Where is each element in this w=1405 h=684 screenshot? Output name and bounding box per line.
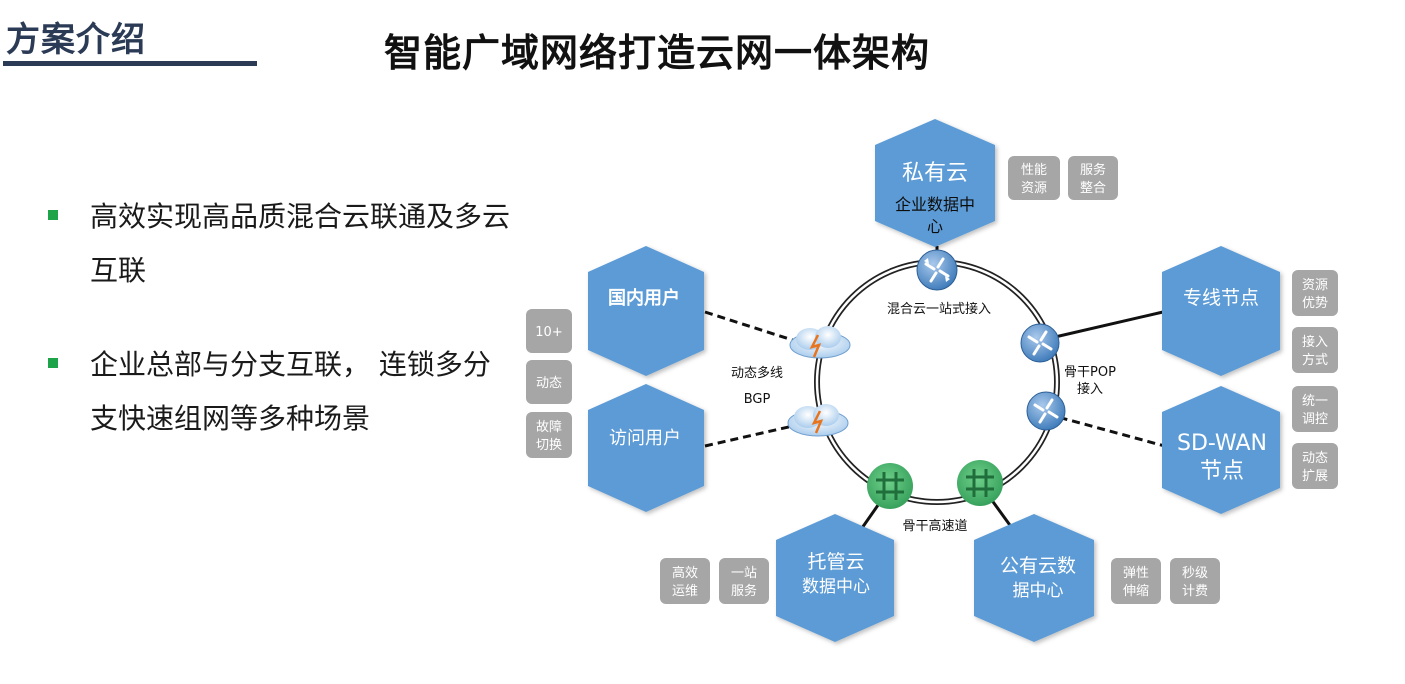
tag-perf-resource: 性能 资源 bbox=[1008, 156, 1060, 200]
tag-failover: 故障 切换 bbox=[526, 412, 572, 458]
section-title-underline bbox=[3, 61, 257, 66]
backbone-ring bbox=[814, 259, 1060, 505]
hex-domestic-users: 国内用户 bbox=[588, 246, 704, 376]
sdwan-sub: 节点 bbox=[1200, 459, 1244, 484]
hex-leased-line: 专线节点 bbox=[1162, 246, 1280, 376]
bullet-item: 企业总部与分支互联， 连锁多分支快速组网等多种场景 bbox=[44, 338, 514, 446]
svg-text:计费: 计费 bbox=[1182, 584, 1208, 599]
tag-dynamic-expand: 动态 扩展 bbox=[1292, 443, 1338, 489]
svg-text:扩展: 扩展 bbox=[1302, 469, 1328, 484]
connector-sdwan bbox=[1046, 412, 1173, 450]
svg-text:整合: 整合 bbox=[1080, 181, 1106, 196]
hosted-cloud-sub: 数据中心 bbox=[802, 577, 870, 597]
pop-access-label: 骨干POP bbox=[1064, 365, 1116, 380]
domestic-users-label: 国内用户 bbox=[608, 287, 680, 309]
tag-ten-plus: 10+ bbox=[526, 309, 572, 353]
backbone-node-icon bbox=[957, 460, 1003, 506]
hosted-cloud-title: 托管云 bbox=[807, 551, 864, 573]
svg-text:切换: 切换 bbox=[536, 438, 562, 453]
bullet-list: 高效实现高品质混合云联通及多云互联 企业总部与分支互联， 连锁多分支快速组网等多… bbox=[44, 190, 514, 486]
bullet-marker-icon bbox=[48, 210, 58, 220]
bgp-label-2: BGP bbox=[744, 392, 771, 407]
section-title: 方案介绍 bbox=[6, 20, 146, 60]
tag-one-stop-service: 一站 服务 bbox=[719, 558, 769, 604]
public-cloud-sub: 据中心 bbox=[1013, 581, 1064, 601]
private-cloud-sub1: 企业数据中 bbox=[895, 195, 975, 214]
svg-text:服务: 服务 bbox=[1080, 162, 1106, 178]
svg-text:性能: 性能 bbox=[1021, 163, 1047, 178]
page-title: 智能广域网络打造云网一体架构 bbox=[384, 31, 931, 75]
connector-leased-line bbox=[1041, 310, 1164, 342]
hex-visitor-users: 访问用户 bbox=[588, 384, 704, 512]
bullet-text: 高效实现高品质混合云联通及多云互联 bbox=[90, 200, 511, 287]
hex-sdwan: SD-WAN 节点 bbox=[1162, 386, 1280, 514]
svg-text:服务: 服务 bbox=[731, 583, 757, 599]
svg-text:方式: 方式 bbox=[1302, 352, 1328, 368]
tag-second-billing: 秒级 计费 bbox=[1170, 558, 1220, 604]
svg-text:接入: 接入 bbox=[1302, 334, 1328, 350]
public-cloud-title: 公有云数 bbox=[1000, 555, 1076, 577]
bullet-marker-icon bbox=[48, 358, 58, 368]
hex-public-cloud: 公有云数 据中心 bbox=[974, 514, 1094, 642]
svg-text:动态: 动态 bbox=[1302, 451, 1328, 466]
svg-text:高效: 高效 bbox=[672, 565, 698, 581]
pop-access-label-2: 接入 bbox=[1077, 381, 1103, 397]
svg-text:故障: 故障 bbox=[536, 420, 562, 435]
hybrid-access-label: 混合云一站式接入 bbox=[887, 301, 991, 317]
bullet-item: 高效实现高品质混合云联通及多云互联 bbox=[44, 190, 514, 298]
hex-hosted-cloud: 托管云 数据中心 bbox=[776, 514, 894, 642]
tag-access-mode: 接入 方式 bbox=[1292, 327, 1338, 373]
bullet-text: 企业总部与分支互联， 连锁多分支快速组网等多种场景 bbox=[90, 348, 491, 435]
tag-resource-advantage: 资源 优势 bbox=[1292, 270, 1338, 316]
private-cloud-sub2: 心 bbox=[927, 217, 943, 236]
svg-text:10+: 10+ bbox=[535, 325, 562, 340]
svg-text:调控: 调控 bbox=[1302, 412, 1328, 427]
backbone-node-icon bbox=[867, 463, 913, 509]
tag-dynamic: 动态 bbox=[526, 360, 572, 404]
svg-text:伸缩: 伸缩 bbox=[1123, 583, 1149, 599]
visitor-users-label: 访问用户 bbox=[609, 428, 681, 449]
leased-line-label: 专线节点 bbox=[1183, 287, 1259, 309]
svg-text:弹性: 弹性 bbox=[1123, 566, 1149, 581]
cloud-icon bbox=[789, 326, 851, 359]
hex-private-cloud: 私有云 企业数据中 心 bbox=[875, 119, 995, 247]
svg-text:资源: 资源 bbox=[1021, 181, 1047, 196]
private-cloud-title: 私有云 bbox=[902, 161, 968, 186]
cloud-icon bbox=[787, 404, 849, 437]
router-icon bbox=[1020, 323, 1060, 363]
svg-text:运维: 运维 bbox=[672, 584, 698, 599]
tag-service-integration: 服务 整合 bbox=[1068, 156, 1118, 200]
backbone-label: 骨干高速道 bbox=[902, 518, 967, 534]
svg-text:秒级: 秒级 bbox=[1182, 566, 1208, 581]
sdwan-title: SD-WAN bbox=[1177, 431, 1267, 456]
svg-text:统一: 统一 bbox=[1302, 394, 1328, 409]
tag-unified-control: 统一 调控 bbox=[1292, 386, 1338, 432]
tag-elastic-scaling: 弹性 伸缩 bbox=[1111, 558, 1161, 604]
connector-visitor-users bbox=[704, 421, 807, 448]
svg-text:一站: 一站 bbox=[731, 566, 757, 581]
connector-domestic-users bbox=[704, 310, 809, 347]
tag-efficient-ops: 高效 运维 bbox=[660, 558, 710, 604]
router-icon bbox=[1026, 391, 1066, 431]
svg-text:资源: 资源 bbox=[1302, 278, 1328, 293]
svg-text:优势: 优势 bbox=[1302, 295, 1328, 311]
svg-text:动态: 动态 bbox=[536, 376, 562, 391]
bgp-label: 动态多线 bbox=[731, 365, 783, 381]
router-icon bbox=[916, 249, 958, 291]
